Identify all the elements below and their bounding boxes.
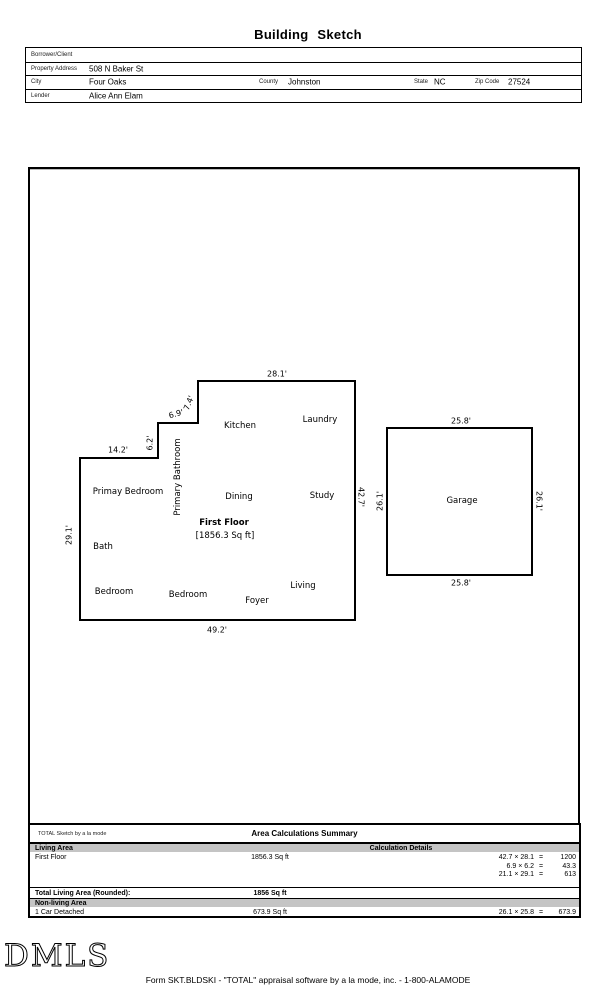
row-borrower: Borrower/Client — [26, 48, 581, 62]
nonliving-row-name: 1 Car Detached — [35, 909, 85, 916]
total-sketch-watermark: TOTAL Sketch by a la mode — [38, 831, 107, 837]
nonliving-calc-details: 26.1 × 25.8 = 673.9 — [472, 909, 576, 918]
nonliving-area-rows: 1 Car Detached 673.9 Sq ft 26.1 × 25.8 =… — [30, 907, 579, 917]
dim-label-house-right: 42.7' — [356, 486, 366, 508]
summary-title-row: TOTAL Sketch by a la mode Area Calculati… — [30, 825, 579, 843]
borrower-label: Borrower/Client — [31, 51, 73, 58]
room-label-study: Study — [309, 491, 335, 501]
equals-sign: = — [538, 871, 544, 878]
calculation-details-header: Calculation Details — [369, 845, 433, 852]
dim-label-house-top: 28.1' — [266, 369, 288, 379]
lender-label: Lender — [31, 92, 50, 99]
floor-area-label: [1856.3 Sq ft] — [195, 531, 255, 541]
calc-line: 6.9 × 6.2 = 43.3 — [472, 863, 576, 872]
calc-result: 1200 — [560, 854, 576, 861]
dmls-watermark: DMLS — [3, 938, 111, 975]
calc-expr: 26.1 × 25.8 — [498, 909, 534, 916]
page-title: Building Sketch — [254, 27, 362, 42]
lender-value: Alice Ann Elam — [89, 91, 143, 101]
equals-sign: = — [538, 854, 544, 861]
total-living-value: 1856 Sq ft — [253, 890, 287, 897]
property-address-value: 508 N Baker St — [89, 64, 144, 74]
sketch-canvas — [28, 167, 580, 833]
total-living-label: Total Living Area (Rounded): — [35, 890, 131, 897]
row-city-county-state-zip: City Four Oaks County Johnston State NC … — [26, 75, 581, 89]
dim-label-garage-left: 26.1' — [375, 490, 385, 512]
room-label-bedroom-1: Bedroom — [94, 587, 134, 597]
city-value: Four Oaks — [89, 77, 127, 87]
row-property-address: Property Address 508 N Baker St — [26, 61, 581, 76]
equals-sign: = — [538, 909, 544, 916]
state-value: NC — [434, 77, 446, 87]
nonliving-area-header-row: Non-living Area — [30, 898, 579, 907]
state-label: State — [414, 79, 429, 86]
room-label-primary-bathroom: Primary Bathroom — [173, 438, 183, 516]
room-label-dining: Dining — [225, 492, 253, 502]
dim-label-garage-top: 25.8' — [450, 416, 472, 426]
row-lender: Lender Alice Ann Elam — [26, 88, 581, 103]
room-label-garage: Garage — [446, 496, 478, 506]
nonliving-row-area: 673.9 Sq ft — [253, 909, 287, 916]
calc-result: 43.3 — [562, 862, 576, 870]
city-label: City — [31, 79, 42, 86]
calc-line: 42.7 × 28.1 = 1200 — [472, 854, 576, 863]
dim-label-step-vertical: 6.2' — [145, 435, 155, 451]
calc-result: 613 — [564, 871, 576, 878]
dim-label-garage-bottom: 25.8' — [450, 578, 472, 588]
property-address-label: Property Address — [31, 65, 78, 72]
property-info-table: Borrower/Client Property Address 508 N B… — [25, 47, 582, 103]
living-area-header-row: Living Area Calculation Details — [30, 843, 579, 852]
living-area-header: Living Area — [35, 845, 73, 852]
total-living-area-row: Total Living Area (Rounded): 1856 Sq ft — [30, 887, 579, 898]
nonliving-area-header: Non-living Area — [35, 900, 87, 907]
calc-line: 26.1 × 25.8 = 673.9 — [472, 909, 576, 918]
calc-result: 673.9 — [558, 909, 576, 916]
living-area-rows: First Floor 1856.3 Sq ft 42.7 × 28.1 = 1… — [30, 852, 579, 887]
calc-expr: 42.7 × 28.1 — [498, 854, 534, 861]
dim-label-house-left: 29.1' — [64, 524, 74, 546]
room-label-kitchen: Kitchen — [224, 421, 256, 431]
room-label-bath: Bath — [93, 542, 113, 552]
living-calc-details: 42.7 × 28.1 = 1200 6.9 × 6.2 = 43.3 21.1… — [472, 854, 576, 880]
room-label-living: Living — [290, 581, 316, 591]
summary-title: Area Calculations Summary — [251, 829, 358, 838]
county-label: County — [259, 79, 279, 86]
equals-sign: = — [538, 862, 544, 870]
living-row-area: 1856.3 Sq ft — [251, 854, 289, 861]
room-label-primary-bedroom: Primay Bedroom — [92, 487, 164, 497]
calc-expr: 6.9 × 6.2 — [506, 862, 534, 870]
dim-label-garage-right: 26.1' — [534, 490, 544, 512]
zip-label: Zip Code — [475, 79, 500, 86]
dim-label-wing-top: 14.2' — [107, 445, 129, 455]
area-calculations-table: TOTAL Sketch by a la mode Area Calculati… — [28, 823, 581, 918]
calc-expr: 21.1 × 29.1 — [498, 871, 534, 878]
room-label-bedroom-2: Bedroom — [168, 590, 208, 600]
room-label-laundry: Laundry — [302, 415, 338, 425]
form-footer-text: Form SKT.BLDSKI - "TOTAL" appraisal soft… — [145, 975, 471, 985]
county-value: Johnston — [288, 77, 321, 87]
living-row-name: First Floor — [35, 854, 67, 861]
zip-value: 27524 — [508, 77, 531, 87]
calc-line: 21.1 × 29.1 = 613 — [472, 871, 576, 880]
room-label-foyer: Foyer — [245, 596, 269, 606]
floor-name-label: First Floor — [199, 518, 249, 528]
dim-label-house-bottom: 49.2' — [206, 625, 228, 635]
